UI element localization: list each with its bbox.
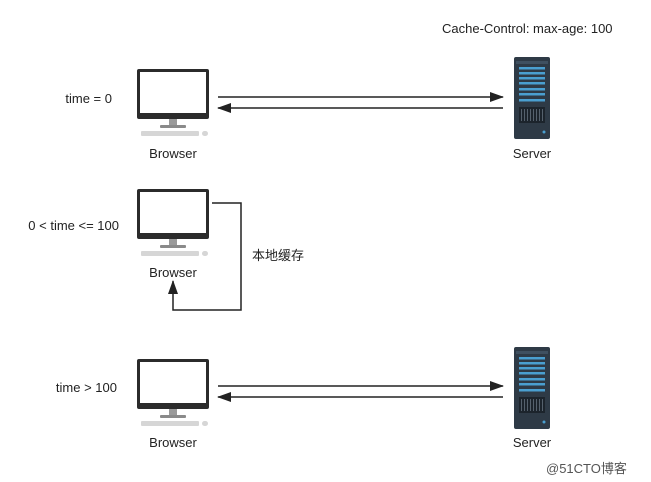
browser-label-row1: Browser: [149, 146, 197, 161]
time-label-row2: 0 < time <= 100: [28, 218, 119, 233]
cache-loop-arrow: [168, 202, 242, 311]
server-icon: [514, 57, 550, 139]
time-label-row1: time = 0: [65, 91, 112, 106]
monitor-icon: [137, 69, 209, 136]
local-cache-label: 本地缓存: [252, 248, 305, 263]
server-label-row1: Server: [512, 146, 552, 161]
monitor-icon: [137, 189, 209, 256]
server-icon: [514, 347, 550, 429]
time-label-row3: time > 100: [55, 380, 117, 395]
browser-label-row3: Browser: [149, 435, 197, 450]
cache-control-header: Cache-Control: max-age: 100: [442, 21, 613, 36]
monitor-icon: [137, 359, 209, 426]
server-label-row3: Server: [512, 435, 552, 450]
browser-label-row2: Browser: [149, 265, 197, 280]
watermark: @51CTO博客: [546, 461, 627, 476]
